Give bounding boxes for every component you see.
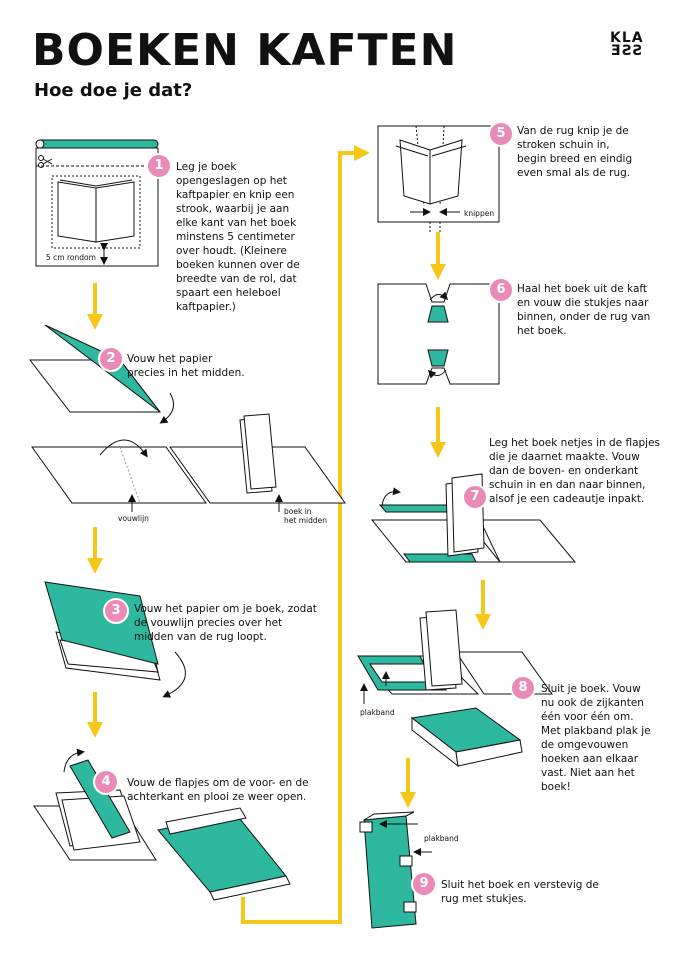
step4-illustration — [33, 748, 291, 901]
paper-roll — [35, 139, 159, 149]
label-plakband-9: plakband — [424, 834, 459, 843]
step-4-badge: 4 — [93, 769, 119, 795]
step-6-text: Haal het boek uit de kaft en vouw die st… — [517, 283, 651, 337]
page-subtitle: Hoe doe je dat? — [34, 80, 193, 101]
step-1-text: Leg je boek opengeslagen op het kaftpapi… — [176, 161, 300, 313]
step-4-text: Vouw de flapjes om de voor- en de achter… — [127, 777, 309, 803]
step-3-text: Vouw het papier om je boek, zodat de vou… — [134, 603, 317, 643]
step-2-text: Vouw het papier precies in het midden. — [127, 353, 245, 379]
step7-illustration — [370, 473, 577, 563]
step-5-badge: 5 — [488, 121, 514, 147]
step-1-badge: 1 — [146, 153, 172, 179]
scissors-icon — [38, 155, 53, 168]
label-rondom: 5 cm rondom — [46, 253, 96, 262]
step-8-text: Sluit je boek. Vouw nu ook de zijkanten … — [541, 683, 651, 793]
step-9-text: Sluit het boek en verstevig de rug met s… — [441, 879, 599, 905]
label-knippen: knippen — [464, 209, 495, 218]
step3-illustration — [44, 581, 186, 698]
step1-illustration — [35, 139, 159, 267]
green-strip-bottom — [403, 553, 477, 563]
label-vouwlijn: vouwlijn — [118, 514, 149, 523]
logo-line-1: KLA — [610, 30, 644, 46]
step8-illustration — [356, 609, 553, 768]
label-boek-in: boek in — [284, 507, 312, 516]
label-plakband-8: plakband — [360, 708, 395, 717]
step6-illustration — [377, 283, 500, 385]
open-book — [57, 181, 135, 243]
step5-illustration — [377, 125, 500, 232]
flow-connector-4-5 — [241, 145, 370, 924]
paper-step6 — [377, 283, 500, 385]
green-flap-4 — [69, 759, 131, 839]
step-8-badge: 8 — [510, 675, 536, 701]
step-7-badge: 7 — [462, 484, 488, 510]
green-frame — [357, 655, 447, 691]
paper-with-foldline — [31, 446, 207, 504]
page-title: BOEKEN KAFTEN — [32, 25, 458, 76]
step-2-badge: 2 — [98, 346, 124, 372]
label-het-midden: het midden — [284, 516, 327, 525]
klasse-logo: KLA SSE — [610, 30, 650, 59]
step-7-text: Leg het boek netjes in de flapjes die je… — [489, 437, 661, 505]
flow-arrows — [87, 145, 491, 924]
step9-illustration — [359, 811, 432, 929]
step-9-badge: 9 — [411, 871, 437, 897]
step-3-badge: 3 — [103, 598, 129, 624]
green-cover — [44, 581, 159, 665]
step-6-badge: 6 — [488, 277, 514, 303]
step-5-text: Van de rug knip je de stroken schuin in,… — [517, 125, 633, 179]
